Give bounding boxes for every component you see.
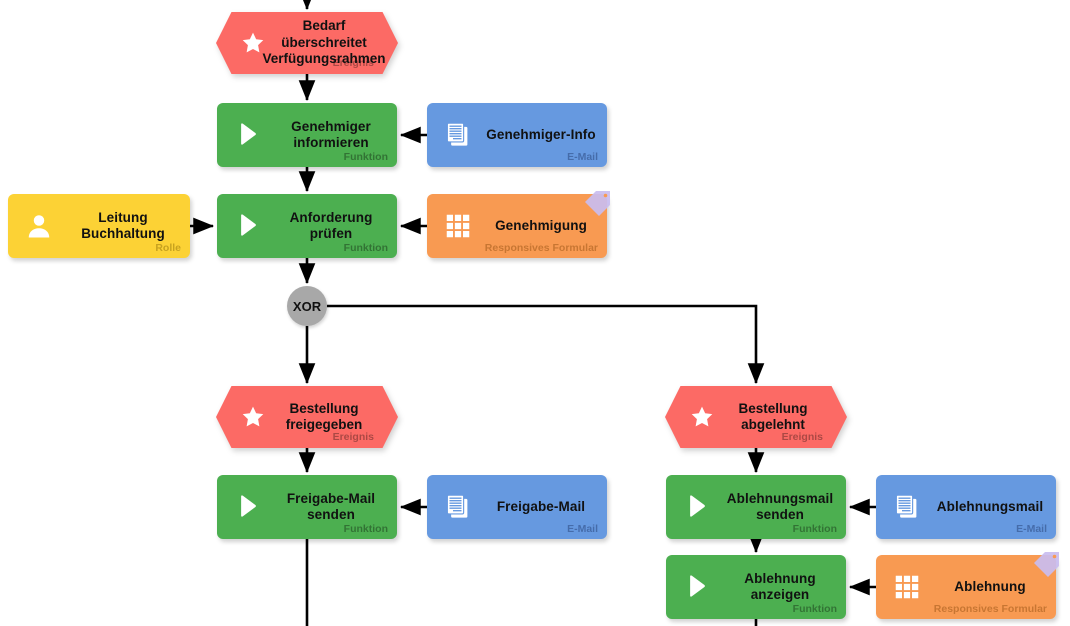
node-label: Bedarf überschreitet Verfügungsrahmen — [262, 18, 386, 67]
node-event-bestellung-abgelehnt[interactable]: Bestellung abgelehnt Ereignis — [665, 386, 847, 448]
node-type-label: Funktion — [792, 523, 837, 535]
node-type-label: Ereignis — [332, 57, 374, 69]
node-label: Genehmiger informieren — [291, 118, 371, 150]
node-role-leitung-buchhaltung[interactable]: Leitung Buchhaltung Rolle — [8, 194, 190, 258]
play-icon — [682, 572, 712, 602]
edge-xor-to-abgelehnt — [327, 304, 765, 385]
node-email-ablehnungsmail[interactable]: Ablehnungsmail E-Mail — [876, 475, 1056, 539]
node-label: Bestellung freigegeben — [285, 400, 363, 432]
node-form-ablehnung[interactable]: Ablehnung Responsives Formular — [876, 552, 1059, 619]
connector-xor[interactable]: XOR — [287, 286, 327, 326]
node-email-genehmiger-info[interactable]: Genehmiger-Info E-Mail — [427, 103, 607, 167]
play-icon — [233, 120, 263, 150]
node-label: Freigabe-Mail senden — [286, 490, 376, 522]
node-label: Freigabe-Mail — [496, 498, 586, 514]
node-email-freigabe-mail[interactable]: Freigabe-Mail E-Mail — [427, 475, 607, 539]
node-label: Genehmigung — [495, 217, 587, 233]
node-function-anforderung-pruefen[interactable]: Anforderung prüfen Funktion — [217, 194, 397, 258]
connector-label: XOR — [292, 298, 322, 314]
play-icon — [233, 211, 263, 241]
document-stack-icon — [443, 120, 473, 150]
play-icon — [233, 492, 263, 522]
node-type-label: Funktion — [343, 151, 388, 163]
node-function-genehmiger-informieren[interactable]: Genehmiger informieren Funktion — [217, 103, 397, 167]
node-type-label: Funktion — [343, 523, 388, 535]
node-function-ablehnungsmail-senden[interactable]: Ablehnungsmail senden Funktion — [666, 475, 846, 539]
node-label: Bestellung abgelehnt — [738, 400, 808, 432]
node-label: Ablehnung anzeigen — [744, 570, 816, 602]
node-type-label: Ereignis — [332, 431, 374, 443]
person-icon — [24, 211, 54, 241]
node-label: Genehmiger-Info — [486, 126, 596, 142]
node-label: Ablehnungsmail senden — [726, 490, 834, 522]
star-icon — [240, 30, 266, 56]
node-type-label: E-Mail — [567, 151, 598, 163]
node-label: Leitung Buchhaltung — [81, 209, 165, 241]
node-type-label: E-Mail — [567, 523, 598, 535]
node-label: Ablehnung — [954, 578, 1026, 594]
document-stack-icon — [892, 492, 922, 522]
star-icon — [240, 404, 266, 430]
node-function-ablehnung-anzeigen[interactable]: Ablehnung anzeigen Funktion — [666, 555, 846, 619]
play-icon — [682, 492, 712, 522]
node-label: Anforderung prüfen — [289, 209, 373, 241]
node-type-label: Responsives Formular — [933, 603, 1047, 615]
node-event-bestellung-freigegeben[interactable]: Bestellung freigegeben Ereignis — [216, 386, 398, 448]
node-function-freigabe-mail-senden[interactable]: Freigabe-Mail senden Funktion — [217, 475, 397, 539]
node-type-label: Ereignis — [781, 431, 823, 443]
node-type-label: E-Mail — [1016, 523, 1047, 535]
node-label: Ablehnungsmail — [936, 498, 1044, 514]
node-type-label: Funktion — [792, 603, 837, 615]
star-icon — [689, 404, 715, 430]
node-type-label: Funktion — [343, 242, 388, 254]
grid-icon — [443, 211, 473, 241]
document-stack-icon — [443, 492, 473, 522]
node-type-label: Rolle — [155, 242, 181, 254]
node-type-label: Responsives Formular — [484, 242, 598, 254]
node-form-genehmigung[interactable]: Genehmigung Responsives Formular — [427, 191, 610, 258]
node-event-bedarf-ueberschreitet[interactable]: Bedarf überschreitet Verfügungsrahmen Er… — [216, 12, 398, 74]
grid-icon — [892, 572, 922, 602]
